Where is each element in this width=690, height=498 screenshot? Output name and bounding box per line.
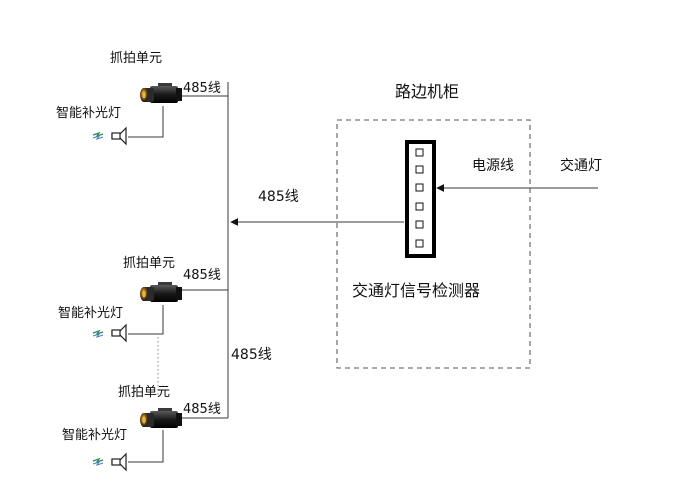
spark-icon xyxy=(92,330,104,338)
fill-light-label: 智能补光灯 xyxy=(58,306,123,321)
unit-485-label: 485线 xyxy=(183,268,221,283)
power-line-label: 电源线 xyxy=(472,158,514,174)
detector-label: 交通灯信号检测器 xyxy=(352,281,480,300)
spark-icon xyxy=(92,458,104,466)
capture-unit-1: 抓拍单元 485线 智能补光灯 xyxy=(56,51,228,145)
capture-unit-3: 抓拍单元 485线 智能补光灯 xyxy=(62,385,228,471)
fill-light-icon xyxy=(111,127,127,145)
capture-unit-2: 抓拍单元 485线 智能补光灯 xyxy=(58,256,228,342)
unit-485-label: 485线 xyxy=(183,81,221,96)
unit-485-label: 485线 xyxy=(183,402,221,417)
camera-icon xyxy=(140,282,182,302)
capture-unit-label: 抓拍单元 xyxy=(118,385,170,400)
capture-unit-label: 抓拍单元 xyxy=(110,51,162,66)
traffic-light-signal-detector xyxy=(405,140,436,258)
camera-icon xyxy=(140,83,182,103)
roadside-cabinet-box xyxy=(336,119,531,369)
cabinet-title: 路边机柜 xyxy=(395,82,459,101)
trunk-485-label: 485线 xyxy=(231,347,272,363)
fill-light-label: 智能补光灯 xyxy=(62,428,127,443)
fill-light-label: 智能补光灯 xyxy=(56,106,121,121)
traffic-light-label: 交通灯 xyxy=(560,157,602,174)
fill-light-icon xyxy=(111,324,127,342)
capture-unit-label: 抓拍单元 xyxy=(123,256,175,271)
fill-light-icon xyxy=(111,453,127,471)
camera-icon xyxy=(140,408,182,428)
main-485-label: 485线 xyxy=(258,189,299,205)
spark-icon xyxy=(92,132,104,140)
